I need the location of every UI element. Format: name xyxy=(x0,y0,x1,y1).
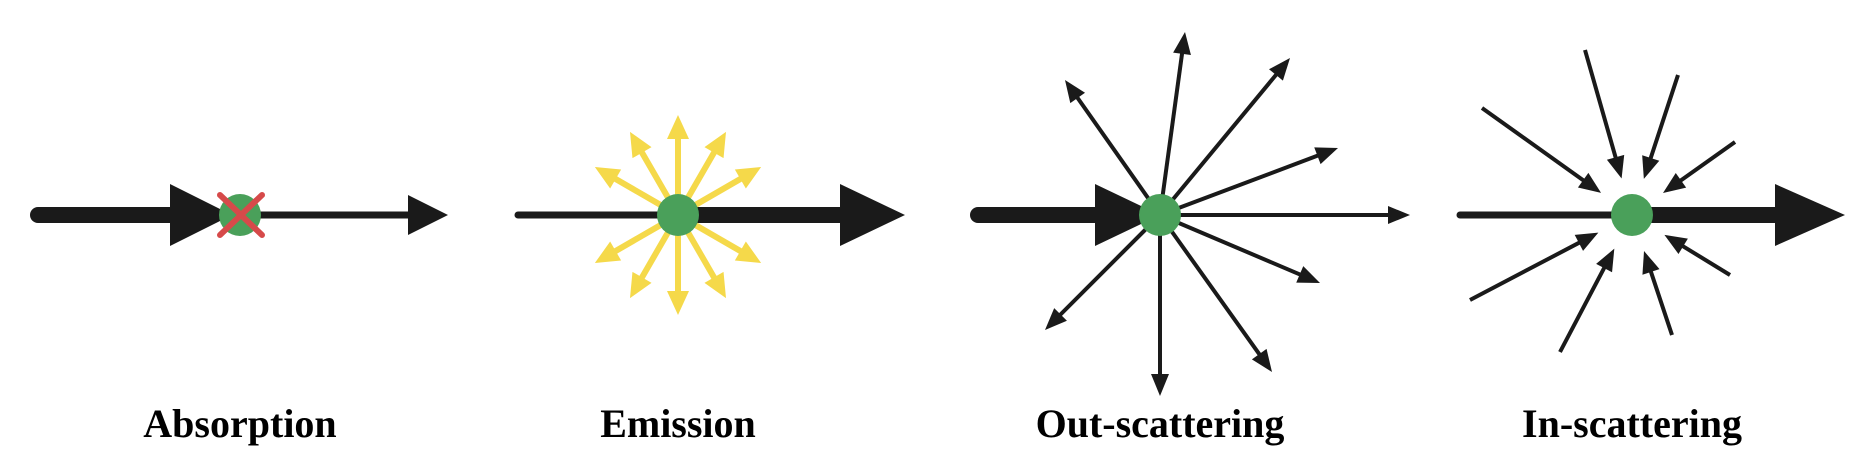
incoming-ray-arrowhead xyxy=(1095,184,1160,246)
outgoing-ray-arrowhead xyxy=(408,195,448,235)
out-scattered-arrow xyxy=(1151,215,1169,396)
absorbed-cross-mark xyxy=(217,192,265,238)
in-scattered-arrow xyxy=(1480,106,1602,193)
out-scattered-arrows xyxy=(1045,32,1410,396)
emission-arrow xyxy=(693,222,762,263)
emission-arrow xyxy=(594,222,663,263)
emission-arrow xyxy=(693,167,762,208)
in-scattered-arrow xyxy=(1558,248,1615,353)
absorption-panel xyxy=(30,184,448,246)
emission-arrow xyxy=(685,131,726,200)
emission-arrow xyxy=(685,230,726,299)
particle xyxy=(1611,194,1653,236)
in-scattering-panel xyxy=(1456,49,1845,353)
incoming-ray-arrowhead xyxy=(170,184,232,246)
emission-arrow xyxy=(630,230,671,299)
outgoing-ray-arrowhead xyxy=(840,184,905,246)
out-scattered-arrow xyxy=(1158,213,1272,372)
out-scattering-label: Out-scattering xyxy=(1035,401,1285,446)
particle xyxy=(657,194,699,236)
particle xyxy=(1139,194,1181,236)
emission-arrow xyxy=(667,115,689,195)
in-scattering-label: In-scattering xyxy=(1522,401,1742,446)
out-scattering-panel xyxy=(970,32,1410,396)
out-scattered-arrow xyxy=(1159,213,1320,283)
in-scattered-arrow xyxy=(1642,74,1680,179)
in-scattered-arrow xyxy=(1664,234,1732,277)
emission-panel xyxy=(514,115,905,315)
in-scattered-arrow xyxy=(1583,49,1625,179)
out-scattered-arrow xyxy=(1158,32,1191,216)
out-scattered-arrow xyxy=(1158,58,1290,217)
in-scattered-arrows xyxy=(1469,49,1737,353)
emission-arrows xyxy=(594,115,762,315)
in-scattered-arrow xyxy=(1663,140,1737,194)
in-scattered-arrow xyxy=(1642,251,1674,336)
outgoing-ray-arrowhead xyxy=(1775,184,1845,246)
out-scattered-arrow xyxy=(1160,206,1410,224)
absorption-label: Absorption xyxy=(143,401,337,446)
out-scattered-arrow xyxy=(1159,147,1338,217)
emission-arrow xyxy=(630,131,671,200)
emission-arrow xyxy=(667,235,689,315)
emission-label: Emission xyxy=(600,401,756,446)
out-scattered-arrow xyxy=(1065,80,1162,217)
emission-arrow xyxy=(594,167,663,208)
out-scattered-arrow xyxy=(1045,213,1162,330)
in-scattered-arrow xyxy=(1469,232,1599,302)
